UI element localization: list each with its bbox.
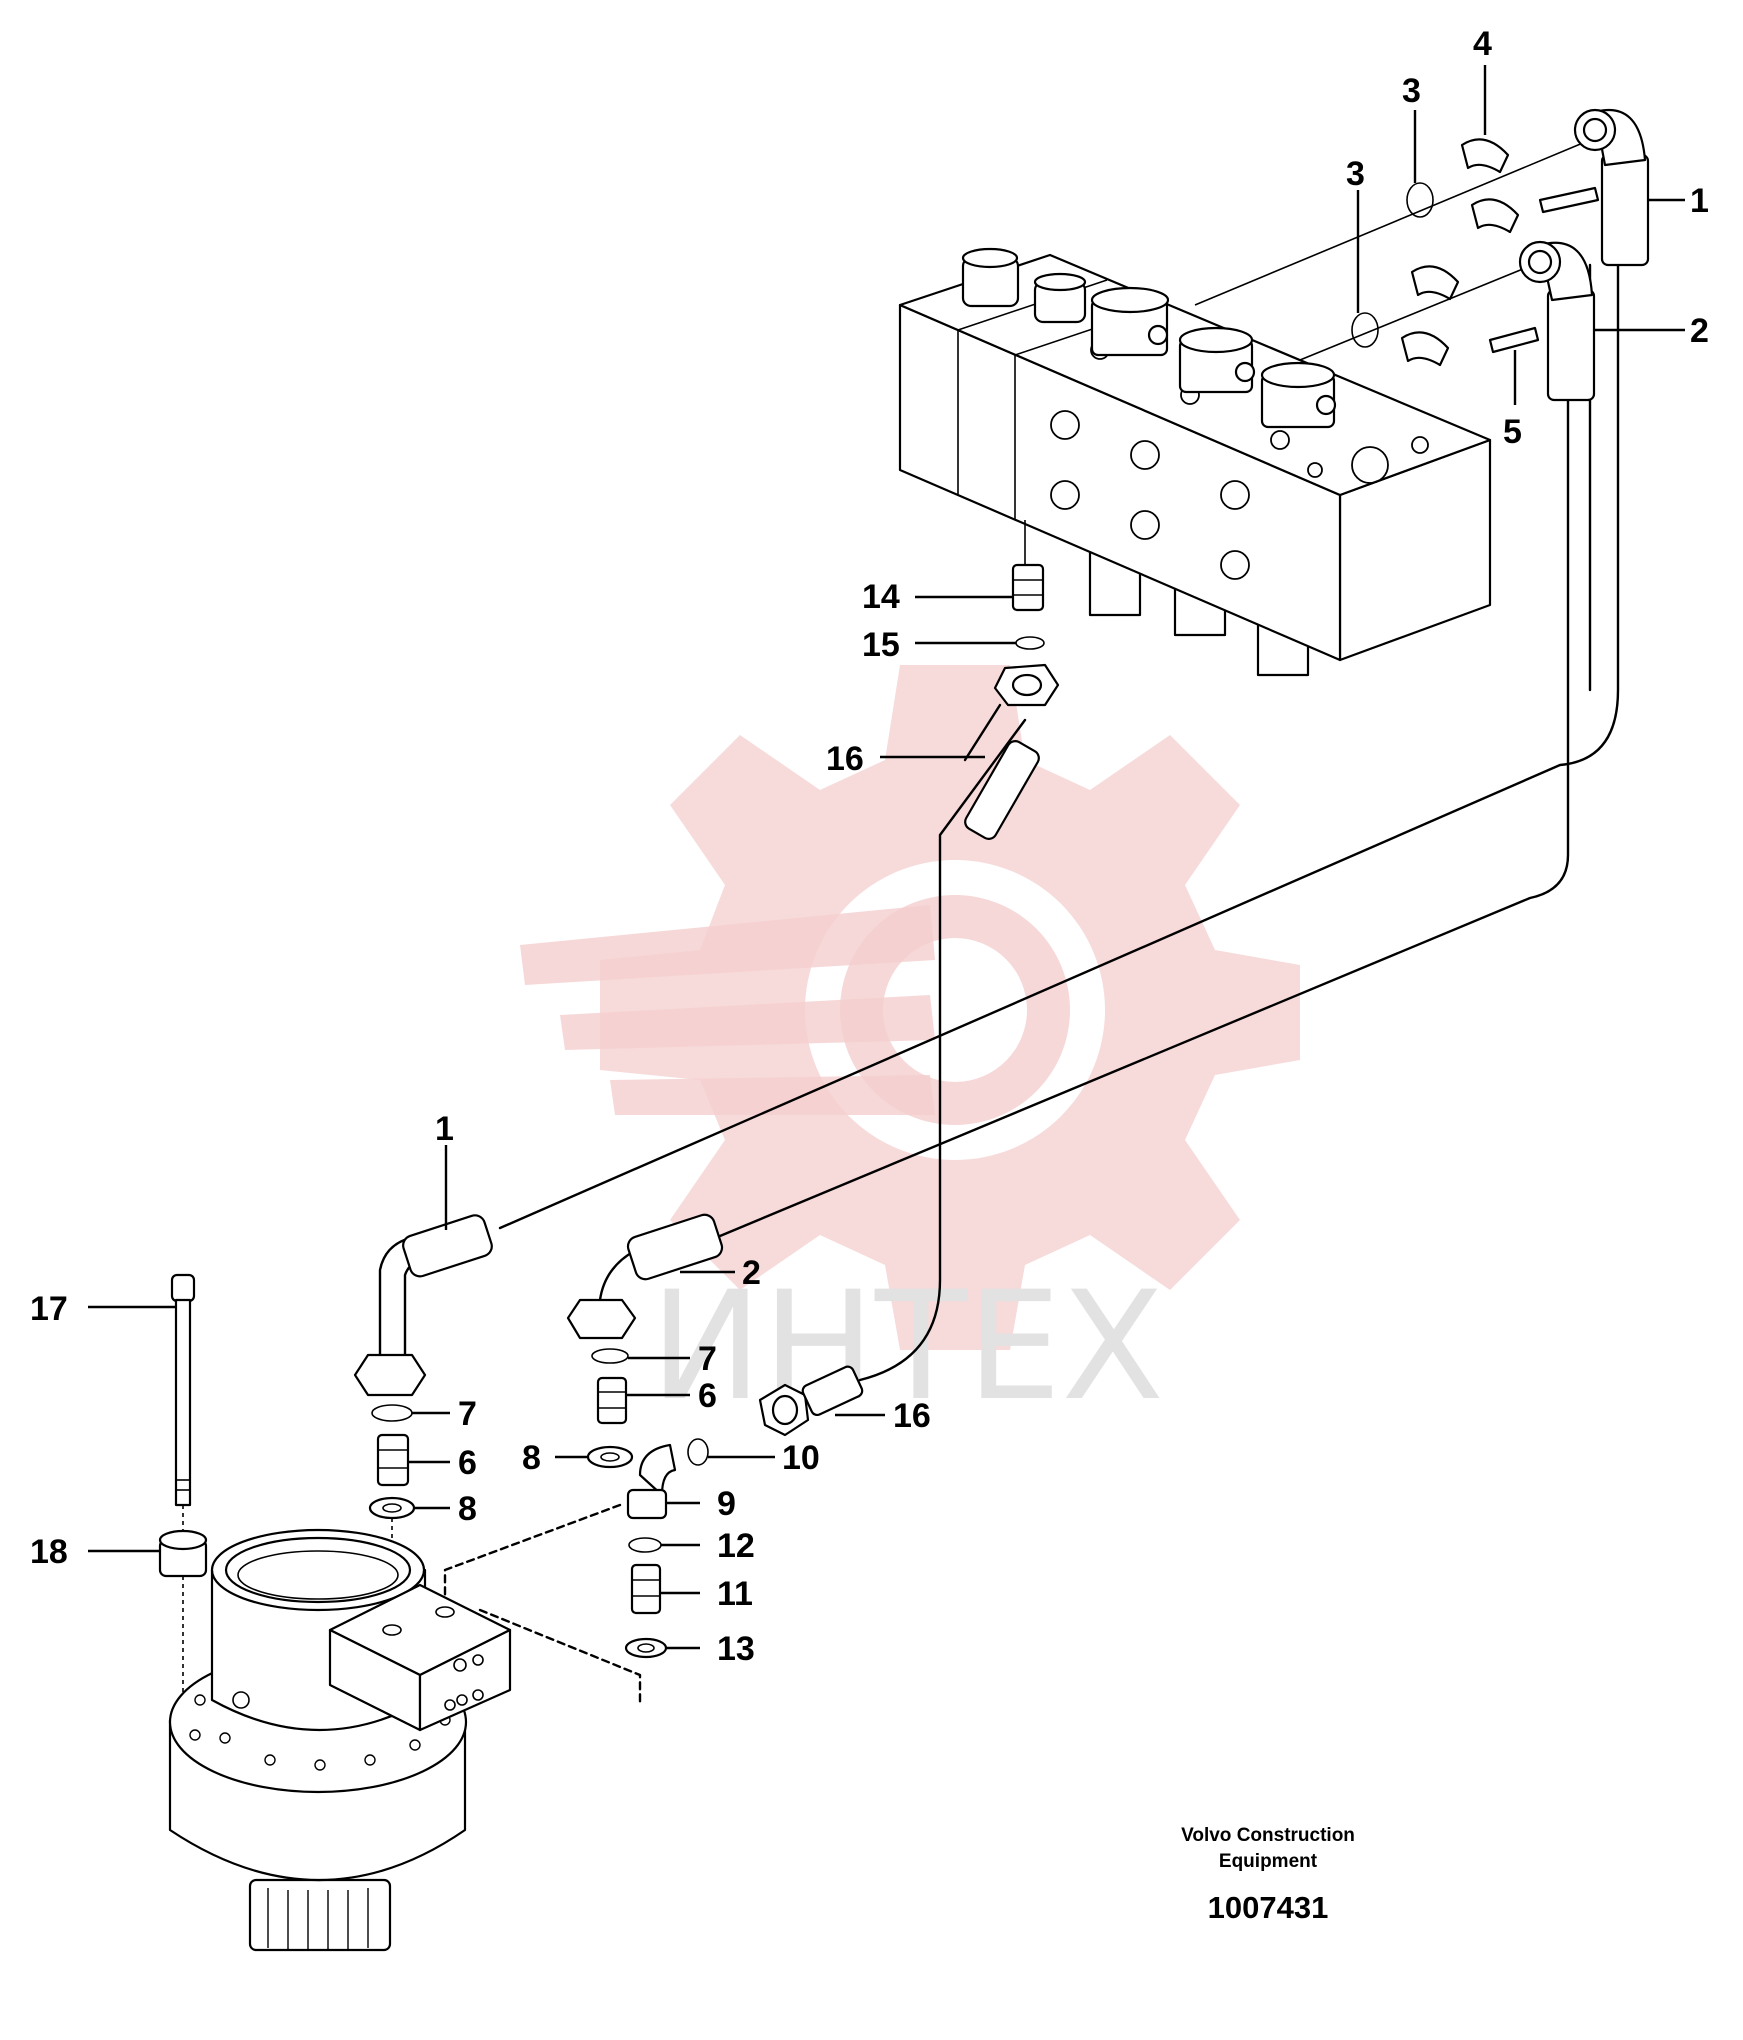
callout-13: 13 bbox=[717, 1630, 755, 1668]
top-flange-fittings bbox=[1351, 108, 1650, 402]
callout-16a: 16 bbox=[826, 740, 864, 778]
callout-10: 10 bbox=[782, 1439, 820, 1477]
callout-labels: 1 2 3 3 4 5 14 15 16 1 2 17 18 7 6 8 7 6… bbox=[30, 25, 1709, 1668]
callout-6b: 6 bbox=[698, 1377, 717, 1415]
callout-7b: 7 bbox=[698, 1340, 717, 1378]
lower-fittings-middle bbox=[443, 1213, 864, 1707]
callout-6a: 6 bbox=[458, 1444, 477, 1482]
callout-9: 9 bbox=[717, 1485, 736, 1523]
watermark-text: ИНТЕХ bbox=[650, 1260, 1164, 1434]
caption-line2: Equipment bbox=[1219, 1851, 1318, 1872]
callout-12: 12 bbox=[717, 1527, 755, 1565]
callout-5: 5 bbox=[1503, 413, 1522, 451]
callout-11: 11 bbox=[717, 1575, 753, 1613]
callout-17: 17 bbox=[30, 1290, 68, 1328]
valve-port-fittings bbox=[964, 563, 1060, 840]
callout-7a: 7 bbox=[458, 1395, 477, 1433]
callout-8b: 8 bbox=[522, 1439, 541, 1477]
callout-4: 4 bbox=[1473, 25, 1492, 63]
callout-3a: 3 bbox=[1402, 72, 1421, 110]
document-number: 1007431 bbox=[1208, 1890, 1329, 1925]
control-valve-block bbox=[898, 247, 1492, 677]
callout-8a: 8 bbox=[458, 1490, 477, 1528]
callout-1-bottom: 1 bbox=[435, 1110, 454, 1148]
callout-2-top: 2 bbox=[1690, 312, 1709, 350]
caption-line1: Volvo Construction bbox=[1181, 1825, 1355, 1846]
hose-lines bbox=[498, 139, 1620, 1382]
callout-15: 15 bbox=[862, 626, 900, 664]
callout-2-bottom: 2 bbox=[742, 1254, 761, 1292]
callout-3b: 3 bbox=[1346, 155, 1365, 193]
caption-block: Volvo Construction Equipment 1007431 bbox=[1181, 1825, 1355, 1925]
callout-1-top: 1 bbox=[1690, 182, 1709, 220]
callout-14: 14 bbox=[862, 578, 900, 616]
callout-16b: 16 bbox=[893, 1397, 931, 1435]
solenoid-caps bbox=[961, 247, 1337, 429]
gear-logo-icon bbox=[520, 665, 1300, 1350]
callout-18: 18 bbox=[30, 1533, 68, 1571]
swing-motor bbox=[158, 1273, 512, 1952]
leader-lines bbox=[88, 65, 1685, 1650]
